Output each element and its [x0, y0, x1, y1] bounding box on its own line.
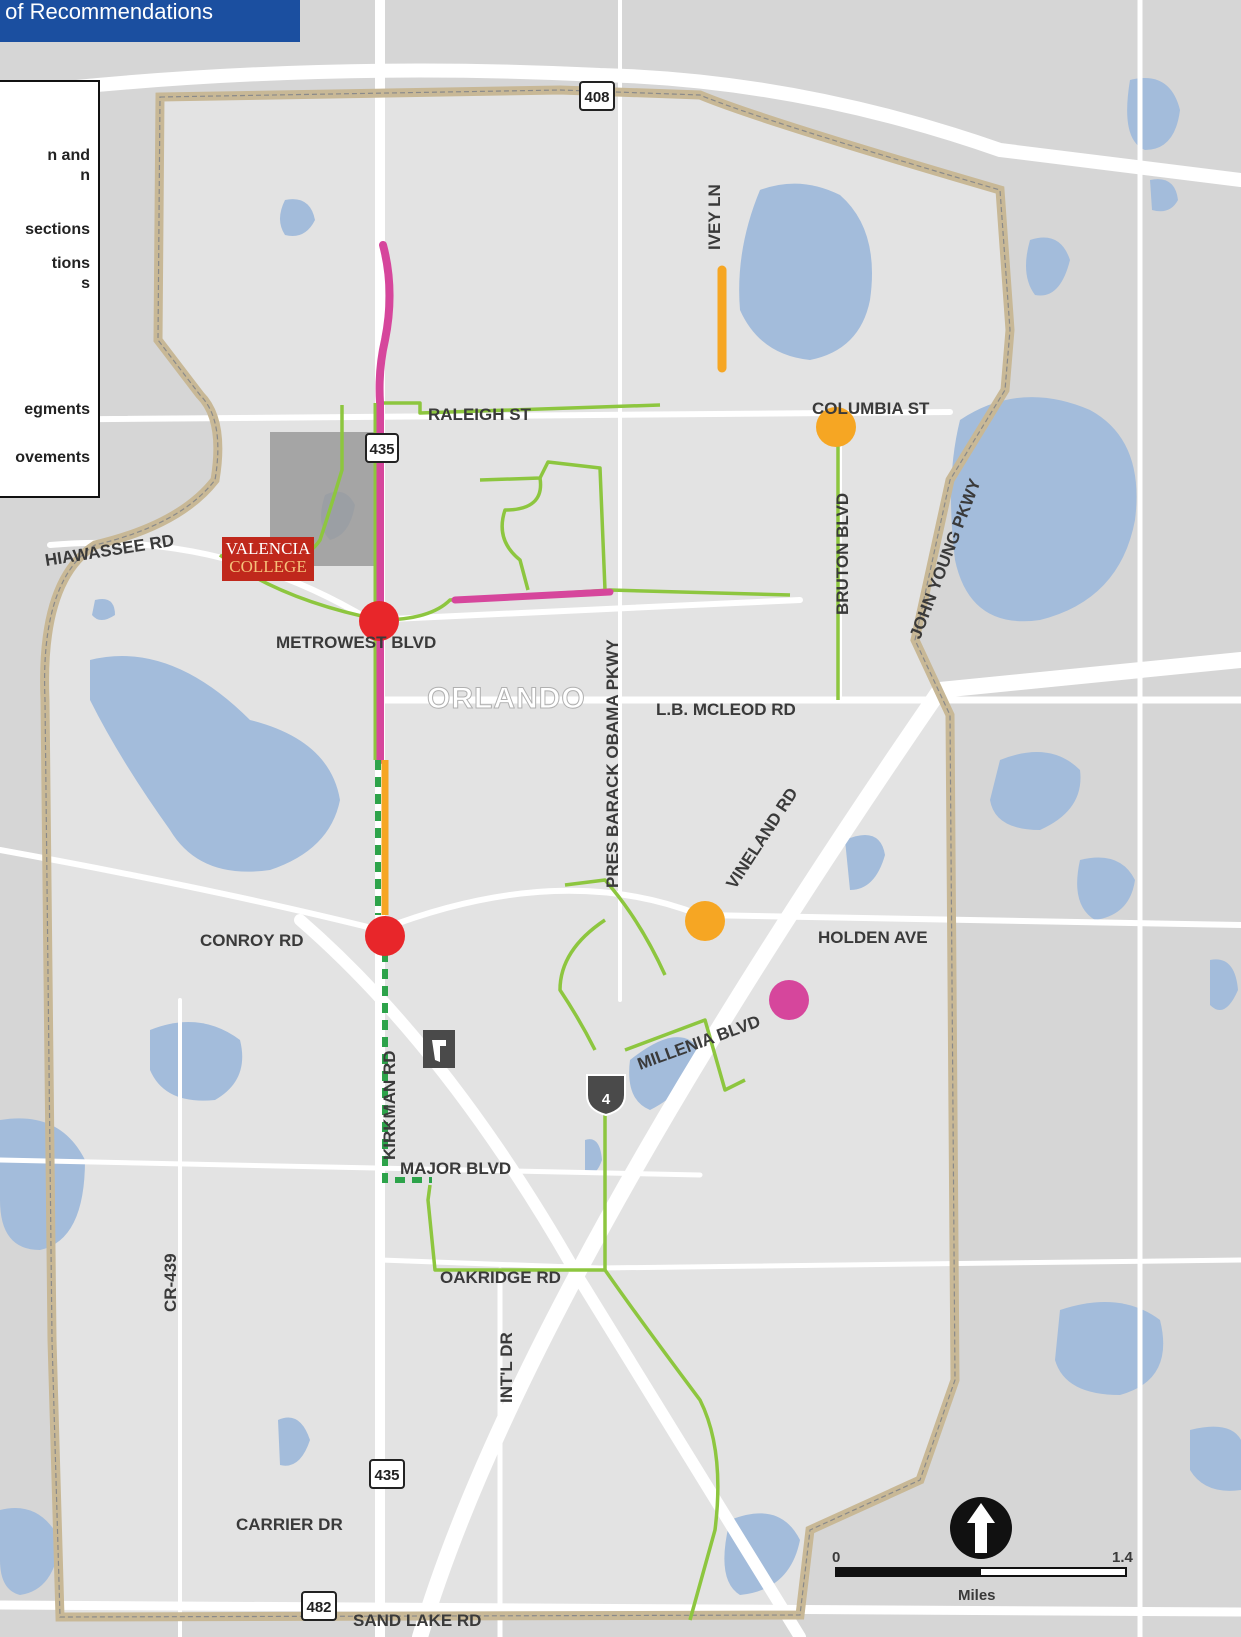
valencia-college-logo: VALENCIA COLLEGE — [222, 537, 314, 581]
lakes — [0, 78, 1241, 1595]
lake-east — [951, 397, 1137, 622]
label-oakridge-rd: OAKRIDGE RD — [440, 1268, 561, 1287]
lake-ne3 — [1026, 237, 1070, 296]
trail-network — [218, 401, 840, 1621]
svg-text:4: 4 — [602, 1091, 611, 1108]
lake-se2 — [1190, 1426, 1241, 1491]
label-kirkman-rd: KIRKMAN RD — [380, 1050, 399, 1160]
label-holden-ave: HOLDEN AVE — [818, 928, 928, 947]
college-name-line2: COLLEGE — [229, 557, 307, 576]
shield-i4: 4 — [586, 1074, 626, 1117]
trail-kirkman-major-dashed — [382, 935, 432, 1183]
lake-n — [280, 199, 315, 236]
label-obama-pkwy: PRES BARACK OBAMA PKWY — [603, 639, 622, 888]
shield-sr482: 482 — [301, 1591, 337, 1621]
intersection-columbia-bruton[interactable] — [816, 407, 856, 447]
legend-item: egments — [24, 401, 90, 418]
shield-sr435-north: 435 — [365, 433, 399, 463]
lake-west — [90, 656, 340, 872]
label-raleigh-st: RALEIGH ST — [428, 405, 532, 424]
trail-raleigh — [380, 401, 661, 415]
label-intl-dr: INT'L DR — [497, 1332, 516, 1403]
study-area-boundary — [40, 85, 1015, 1622]
svg-text:435: 435 — [374, 1467, 399, 1484]
label-metrowest-blvd: METROWEST BLVD — [276, 633, 436, 652]
lake-w3 — [0, 1118, 85, 1250]
shield-sr408: 408 — [579, 81, 615, 111]
lake-clear — [739, 183, 872, 360]
intersection-vineland[interactable] — [685, 901, 725, 941]
lake-e2 — [990, 752, 1081, 830]
trail-millenia — [624, 1018, 746, 1092]
trail-loop-c — [558, 918, 606, 1051]
north-arrow-icon — [950, 1497, 1012, 1559]
college-name-line1: VALENCIA — [225, 539, 311, 558]
svg-text:435: 435 — [369, 441, 394, 458]
page-title: y of Recommendations — [0, 0, 213, 24]
road-i4 — [412, 652, 1241, 1637]
trail-oakridge — [426, 1080, 607, 1272]
lake-sw — [0, 1508, 60, 1595]
label-carrier-dr: CARRIER DR — [236, 1515, 343, 1534]
intersection-millenia[interactable] — [769, 980, 809, 1020]
label-major-blvd: MAJOR BLVD — [400, 1159, 511, 1178]
segment-kirkman-north — [375, 241, 394, 764]
label-orlando: ORLANDO — [427, 682, 586, 715]
lake-w2 — [150, 1022, 243, 1101]
lake-se — [1055, 1302, 1164, 1395]
scale-units: Miles — [958, 1587, 996, 1604]
title-bar: y of Recommendations — [0, 0, 300, 42]
lake-millenia — [629, 1037, 700, 1110]
legend-item: ovements — [15, 449, 90, 466]
shield-sr435-south: 435 — [369, 1459, 405, 1489]
label-sand-lake-rd: SAND LAKE RD — [353, 1611, 481, 1630]
legend-panel: n and n sections tions s egments ovement… — [0, 80, 100, 498]
label-bruton-blvd: BRUTON BLVD — [833, 493, 852, 615]
scale-start: 0 — [832, 1549, 840, 1566]
lake-e4 — [1210, 959, 1238, 1010]
label-ivey-ln: IVEY LN — [705, 184, 724, 250]
road-sr408 — [0, 63, 1241, 187]
lake-pond — [585, 1139, 602, 1174]
svg-text:408: 408 — [584, 89, 609, 106]
label-columbia-st: COLUMBIA ST — [812, 399, 930, 418]
turnpike-shield-icon — [423, 1030, 455, 1068]
road-major — [0, 1157, 703, 1178]
road-sandlake — [0, 1600, 1241, 1617]
legend-item: n and n — [47, 147, 90, 184]
trail-loop-a — [479, 460, 607, 591]
road-oakridge — [377, 1257, 1241, 1271]
scale-end: 1.4 — [1112, 1549, 1134, 1566]
trail-loop-b — [500, 477, 543, 591]
trail-south — [603, 1268, 720, 1621]
trail-obama-s — [564, 878, 667, 976]
segment-metrowest-east — [451, 588, 614, 604]
lake-e3 — [1077, 857, 1135, 920]
lake-holden — [845, 835, 885, 890]
label-lb-mcleod-rd: L.B. MCLEOD RD — [656, 700, 796, 719]
legend-item: tions s — [51, 255, 90, 292]
lake-ne2 — [1150, 179, 1178, 212]
label-cr-439: CR-439 — [161, 1253, 180, 1312]
lake-w4 — [92, 599, 115, 620]
road-turnpike — [294, 914, 806, 1637]
scale-bar: 0 1.4 Miles — [832, 1549, 1134, 1604]
intersection-conroy-kirkman[interactable] — [365, 916, 405, 956]
intersection-metrowest-kirkman[interactable] — [359, 601, 399, 641]
lake-sw2 — [278, 1417, 310, 1466]
road-raleigh-columbia — [0, 409, 953, 423]
label-conroy-rd: CONROY RD — [200, 931, 304, 950]
svg-text:482: 482 — [306, 1599, 331, 1616]
legend-item: sections — [25, 221, 90, 238]
